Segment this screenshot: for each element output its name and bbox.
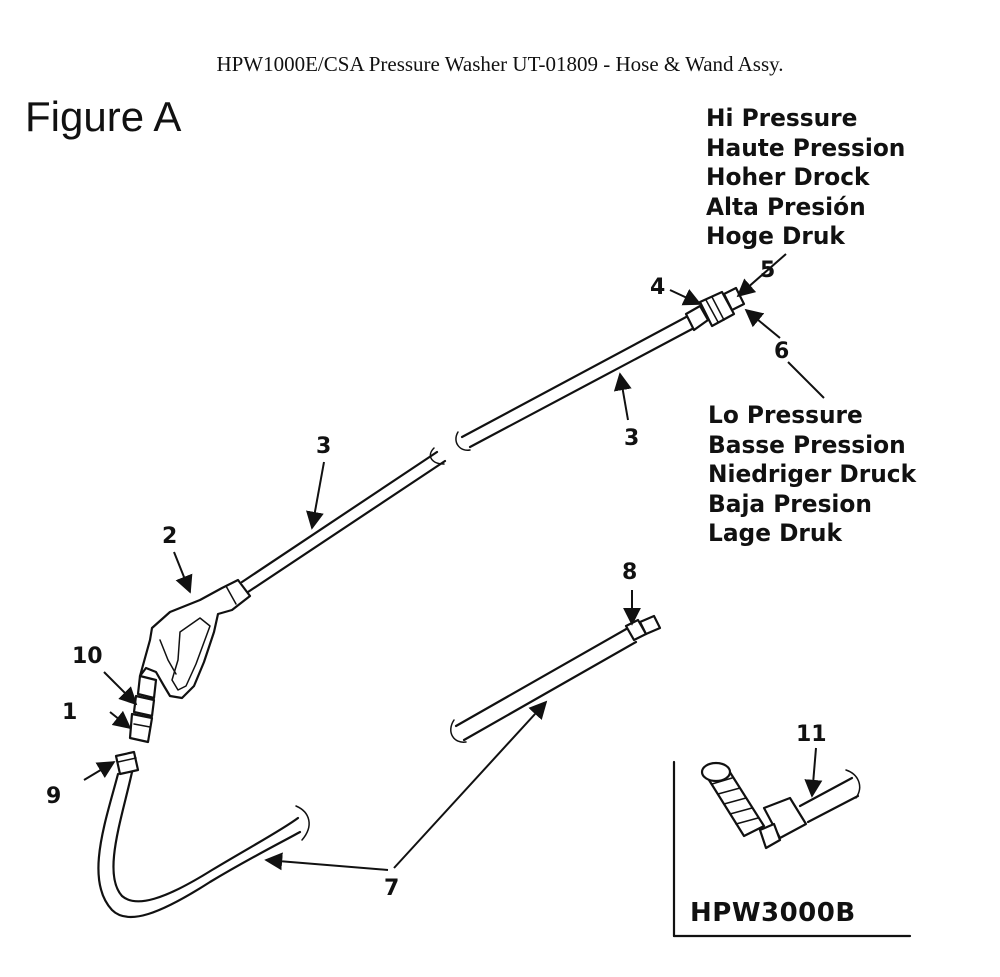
callout-2: 2 xyxy=(162,524,178,549)
nozzle-assembly xyxy=(684,286,746,332)
figure-label: Figure A xyxy=(25,93,182,140)
callout-1: 1 xyxy=(62,700,78,725)
hi-pressure-label-en: Hi Pressure xyxy=(706,104,858,132)
hi-pressure-label-es: Alta Presión xyxy=(706,192,866,221)
callout-8: 8 xyxy=(622,560,638,585)
inset-model-label: HPW3000B xyxy=(690,898,856,928)
lo-pressure-label-es: Baja Presion xyxy=(708,489,872,518)
lo-pressure-labels: Lo Pressure Basse Pression Niedriger Dru… xyxy=(708,401,916,549)
callout-arrows xyxy=(83,253,825,871)
high-pressure-hose xyxy=(97,750,310,919)
callout-4: 4 xyxy=(650,275,666,300)
callout-5: 5 xyxy=(760,258,776,283)
callout-9: 9 xyxy=(46,784,62,809)
hi-pressure-label-fr: Haute Pression xyxy=(706,133,906,162)
callout-11: 11 xyxy=(796,722,827,747)
hi-pressure-label-nl: Hoge Druk xyxy=(706,222,845,250)
quick-coupler xyxy=(128,674,158,744)
callout-3-left: 3 xyxy=(316,434,332,459)
callout-6: 6 xyxy=(774,339,790,364)
hi-pressure-labels: Hi Pressure Haute Pression Hoher Drock A… xyxy=(706,104,905,252)
wand-tube xyxy=(240,314,696,594)
lo-pressure-label-en: Lo Pressure xyxy=(708,401,863,429)
lo-pressure-label-fr: Basse Pression xyxy=(708,430,906,459)
callout-3-right: 3 xyxy=(624,426,640,451)
inset-nozzle xyxy=(700,761,861,850)
inset-frame xyxy=(672,760,912,938)
page-title: HPW1000E/CSA Pressure Washer UT-01809 - … xyxy=(216,52,784,76)
callout-10: 10 xyxy=(72,644,103,669)
callout-7: 7 xyxy=(384,876,400,901)
hi-pressure-label-de: Hoher Drock xyxy=(706,163,870,191)
trigger-gun xyxy=(138,578,252,700)
lo-pressure-label-nl: Lage Druk xyxy=(708,519,842,547)
hose-segment-upper xyxy=(450,614,662,743)
lo-pressure-label-de: Niedriger Druck xyxy=(708,460,917,488)
